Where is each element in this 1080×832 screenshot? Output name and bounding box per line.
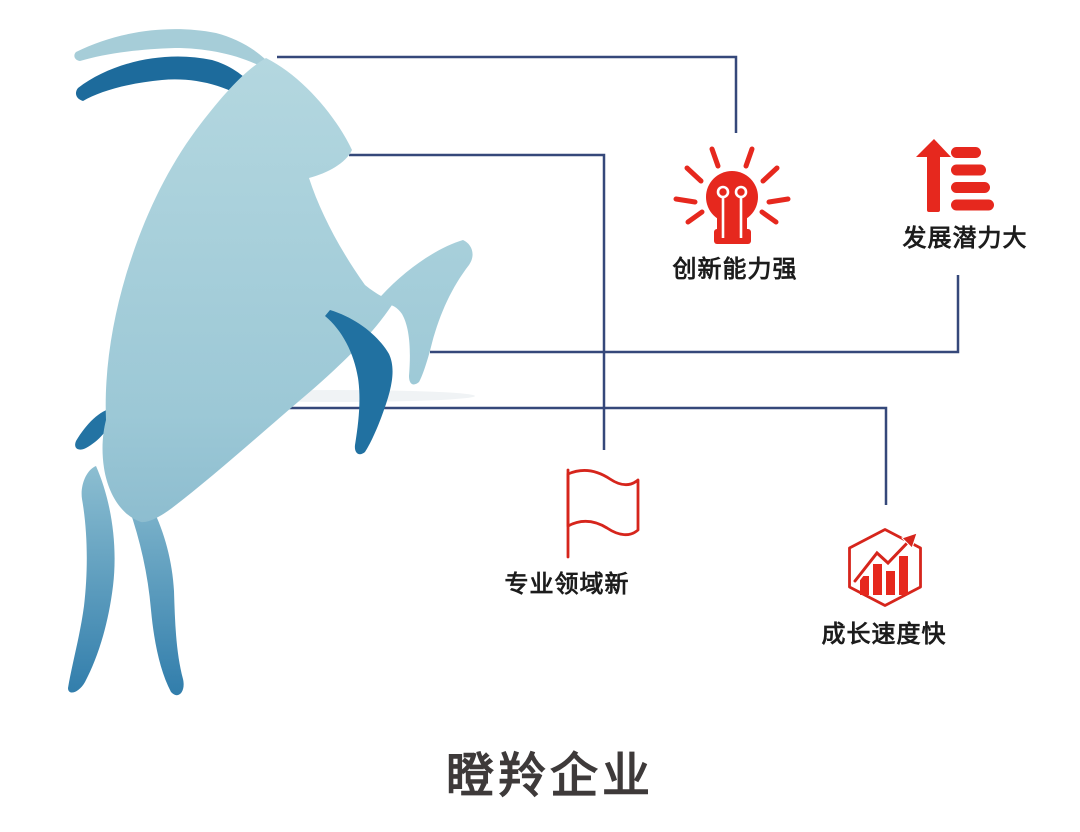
connector-line-potential bbox=[430, 275, 960, 354]
gazelle-hind-leg-back bbox=[128, 489, 184, 696]
flag-icon bbox=[566, 468, 640, 559]
gazelle-horn-light bbox=[74, 29, 267, 67]
chart-arrowhead bbox=[901, 532, 918, 549]
gazelle bbox=[68, 29, 475, 696]
connector-line-innovation bbox=[277, 55, 738, 133]
gazelle-body bbox=[102, 58, 394, 523]
gazelle-horn-dark bbox=[75, 56, 265, 108]
gazelle-hind-leg-front bbox=[68, 466, 115, 693]
page-title: 瞪羚企业 bbox=[445, 750, 654, 803]
feature-label-growth: 成长速度快 bbox=[821, 621, 947, 648]
feature-label-potential: 发展潜力大 bbox=[902, 225, 1028, 252]
feature-label-innovation: 创新能力强 bbox=[672, 256, 798, 283]
connector-line-growth bbox=[262, 406, 888, 505]
hexagon-growth-chart-icon bbox=[848, 528, 922, 607]
lightbulb-rays bbox=[673, 146, 791, 225]
gazelle-front-leg-raised bbox=[366, 240, 473, 385]
chart-bars bbox=[860, 556, 908, 595]
gazelle-front-leg-dark bbox=[325, 310, 393, 455]
gazelle-tail bbox=[75, 408, 114, 450]
connector-lines bbox=[262, 55, 960, 505]
feature-label-specialty: 专业领域新 bbox=[504, 571, 630, 598]
rising-arrow-bars-icon bbox=[916, 139, 994, 212]
lightbulb-rays-icon bbox=[673, 146, 791, 244]
lightbulb-filament bbox=[716, 185, 748, 238]
